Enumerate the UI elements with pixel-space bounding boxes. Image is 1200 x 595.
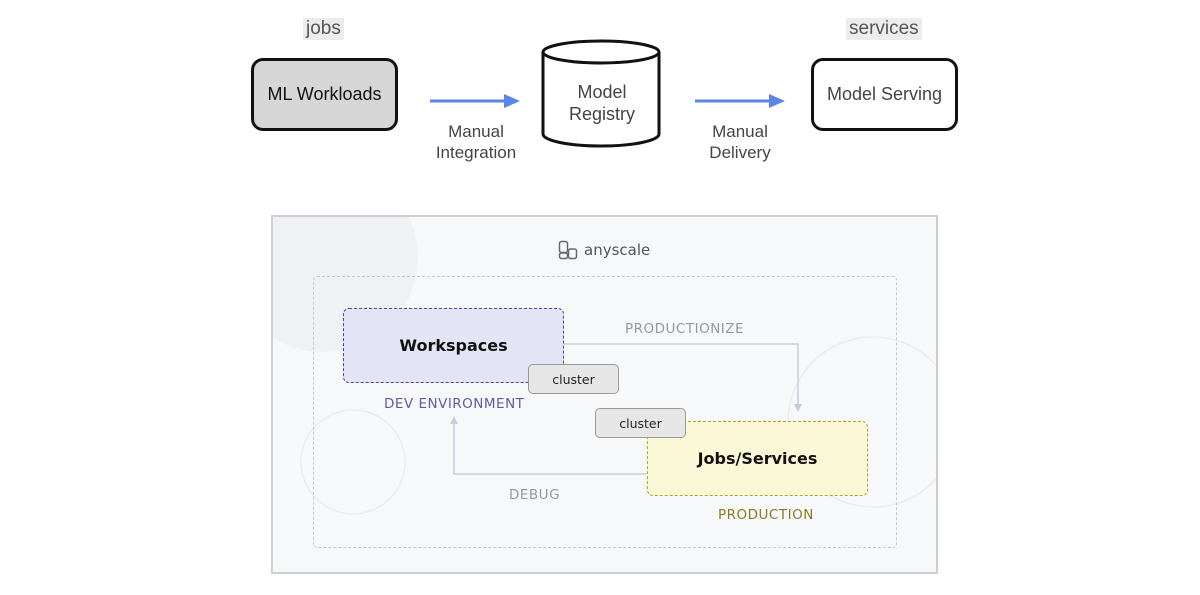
manual-delivery-arrow [695,94,785,108]
production-label: PRODUCTION [718,507,814,523]
workspaces-node: Workspaces [343,308,564,383]
jobs-tag: jobs [303,18,344,40]
model-serving-box: Model Serving [811,58,958,131]
model-registry-label: Model Registry [568,82,635,124]
cluster-label: cluster [619,415,662,431]
cluster-label: cluster [552,371,595,387]
dev-environment-label: DEV ENVIRONMENT [384,396,525,412]
flow-connectors [450,343,802,475]
debug-label: DEBUG [509,487,561,503]
anyscale-brand-label: anyscale [584,241,651,259]
workspaces-label: Workspaces [399,336,508,355]
services-tag: services [846,18,922,40]
manual-delivery-label: Manual Delivery [709,122,771,162]
jobs-services-cluster-chip: cluster [595,408,686,438]
model-registry-cylinder [541,39,661,148]
manual-integration-arrow [430,94,520,108]
anyscale-brand: anyscale [558,240,650,260]
ml-workloads-label: ML Workloads [267,84,382,104]
jobs-services-label: Jobs/Services [697,449,818,468]
model-serving-label: Model Serving [826,84,943,104]
environment-frame [313,276,897,548]
anyscale-logo-icon [558,240,578,260]
manual-integration-label: Manual Integration [435,122,517,162]
productionize-label: PRODUCTIONIZE [625,321,745,337]
workspaces-cluster-chip: cluster [528,364,619,394]
ml-workloads-box: ML Workloads [251,58,398,131]
